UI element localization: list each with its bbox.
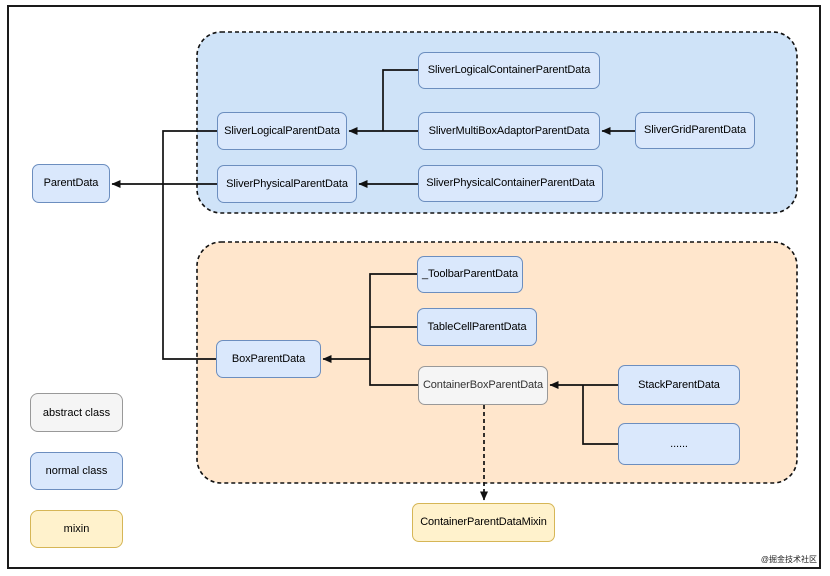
edge-ellipsis-branch [582,385,618,445]
edge-box-group-trunk [369,273,418,386]
class-node-sliver-logical-parent-data: SliverLogicalParentData [217,112,347,150]
class-node-sliver-multi-box-adaptor-parent-data: SliverMultiBoxAdaptorParentData [418,112,600,150]
class-node-ellipsis: ...... [618,423,740,465]
watermark: @掘金技术社区 [760,555,817,564]
class-node-box-parent-data: BoxParentData [216,340,321,378]
class-node-stack-parent-data: StackParentData [618,365,740,405]
legend-mixin: mixin [30,510,123,548]
class-node-sliver-logical-container-parent-data: SliverLogicalContainerParentData [418,52,600,89]
class-node-toolbar-parent-data: _ToolbarParentData [417,256,523,293]
class-node-table-cell-parent-data: TableCellParentData [417,308,537,346]
class-node-container-box-parent-data: ContainerBoxParentData [418,366,548,405]
class-node-sliver-physical-parent-data: SliverPhysicalParentData [217,165,357,203]
edge-sliverlogicalcontainer-branch [382,69,418,131]
edge-trunk-parentdata [162,130,217,360]
box-group-container [196,241,798,484]
legend-normal-class: normal class [30,452,123,490]
legend-abstract-class: abstract class [30,393,123,432]
class-node-sliver-grid-parent-data: SliverGridParentData [635,112,755,149]
class-node-parent-data: ParentData [32,164,110,203]
class-node-sliver-physical-container-parent-data: SliverPhysicalContainerParentData [418,165,603,202]
class-node-container-parent-data-mixin: ContainerParentDataMixin [412,503,555,542]
